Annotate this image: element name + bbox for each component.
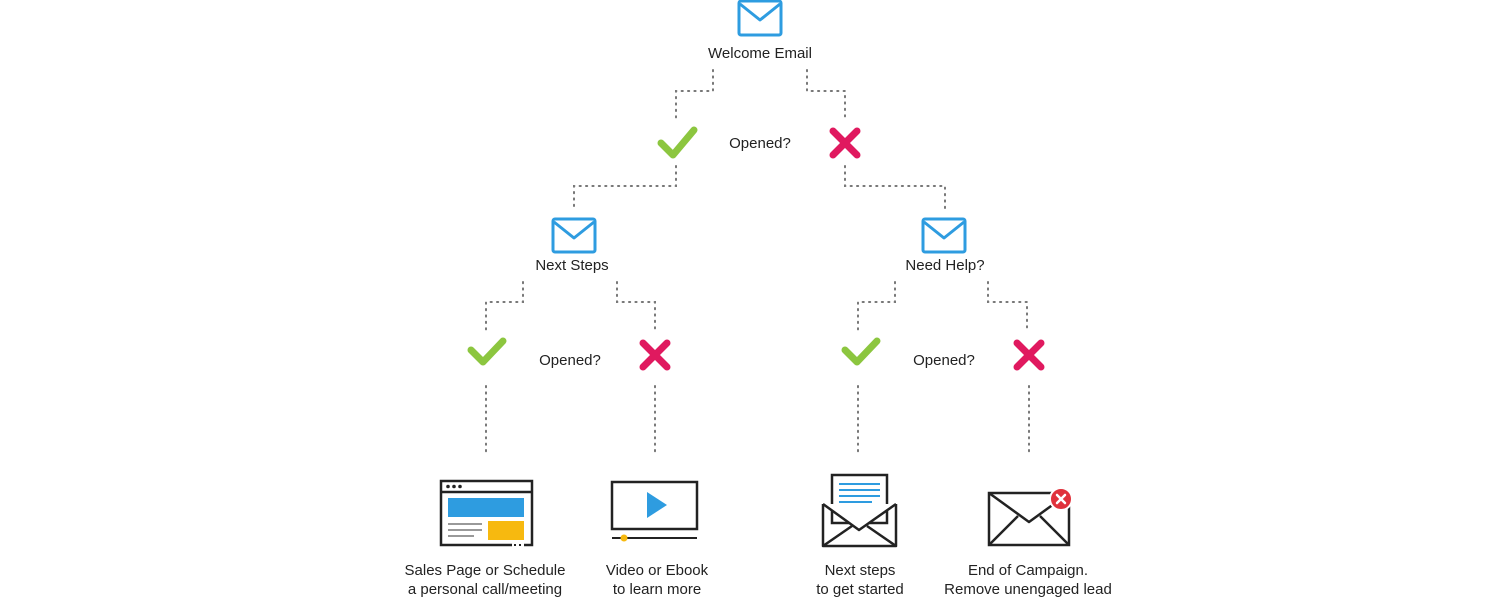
check-icon (841, 337, 881, 366)
check-icon (657, 126, 698, 159)
video-caption: Video or Ebook to learn more (577, 561, 737, 599)
connector-next-steps-no (616, 281, 656, 331)
envelope-icon (551, 217, 597, 254)
cross-icon (829, 127, 861, 159)
end-campaign-caption-line2: Remove unengaged lead (944, 581, 1112, 598)
connector-next-steps-yes (485, 281, 524, 331)
next-steps-letter-caption-line2: to get started (816, 581, 904, 598)
next-steps-letter-caption: Next steps to get started (780, 561, 940, 599)
connector-need-help-no (987, 281, 1028, 331)
sales-page-caption-line2: a personal call/meeting (407, 581, 563, 598)
sales-page-caption-line1: Sales Page or Schedule (404, 562, 566, 579)
connector-root-yes (675, 69, 714, 119)
opened-question-left: Opened? (539, 352, 601, 369)
envelope-icon (921, 217, 967, 254)
sales-page-caption: Sales Page or Schedule a personal call/m… (385, 561, 585, 599)
connector-yes-next-steps (573, 165, 677, 211)
next-steps-label: Next Steps (535, 257, 609, 274)
opened-question-right: Opened? (913, 352, 975, 369)
root-label: Welcome Email (708, 45, 812, 62)
end-campaign-caption: End of Campaign. Remove unengaged lead (928, 561, 1128, 599)
cross-icon (639, 339, 671, 371)
end-campaign-caption-line1: End of Campaign. (967, 562, 1089, 579)
cross-icon (1013, 339, 1045, 371)
next-steps-letter-caption-line1: Next steps (824, 562, 896, 579)
connector-lines (485, 69, 1030, 457)
envelope-error-icon (987, 487, 1073, 547)
connector-no-need-help (844, 165, 946, 211)
envelope-icon (737, 0, 783, 37)
connector-need-help-yes (857, 281, 896, 331)
need-help-label: Need Help? (905, 257, 985, 274)
check-icon (467, 337, 507, 366)
connector-root-no (806, 69, 846, 119)
open-letter-icon (821, 473, 898, 548)
video-caption-line1: Video or Ebook (605, 562, 709, 579)
sales-page-icon (439, 479, 534, 548)
opened-question-1: Opened? (729, 135, 791, 152)
video-player-icon (610, 480, 699, 542)
video-caption-line2: to learn more (612, 581, 702, 598)
